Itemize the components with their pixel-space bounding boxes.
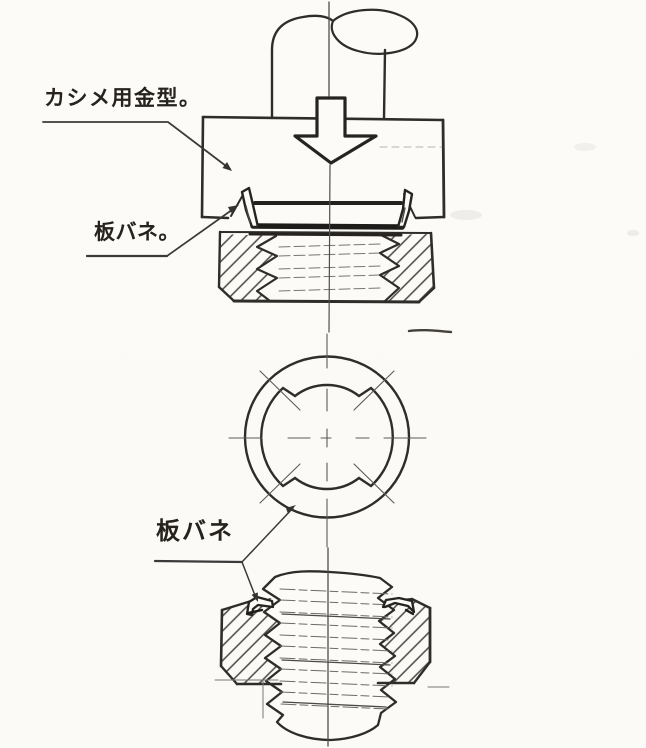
spring-tab-left: [240, 186, 260, 229]
bolt-thread-outline: [261, 570, 398, 742]
press-arrow-down-icon: [293, 96, 378, 165]
thread-flank-dark: [281, 613, 391, 708]
leader-spring-lower: [153, 505, 296, 602]
lower-section-view: [214, 570, 450, 742]
top-view: [228, 333, 427, 548]
leaf-spring-section: [240, 186, 414, 230]
leaf-spring-top-view: [260, 383, 394, 491]
crimping-die: [200, 115, 446, 220]
nut-section: [217, 230, 453, 334]
nut-hatch-left: [219, 234, 277, 301]
nut-outline: [217, 230, 436, 304]
die-label: カシメ用金型。: [44, 87, 202, 110]
spring-label-lower: 板バネ: [156, 518, 234, 545]
centerlines: [327, 1, 331, 747]
leader-lines: [42, 121, 296, 602]
crimped-tab-right: [381, 596, 416, 614]
crimped-spring-tabs: [245, 595, 416, 617]
upper-section-view: [200, 8, 453, 334]
leader-die-label: [42, 121, 232, 171]
nut-hatch-left-lower: [221, 598, 280, 684]
leader-spring-upper: [85, 205, 239, 258]
thread-flank-lines: [279, 588, 393, 710]
paper-smudges: [450, 143, 639, 236]
construction-ticks: [214, 679, 450, 719]
spring-label-upper: 板バネ。: [94, 221, 180, 244]
centerline-middle: [328, 164, 331, 333]
nut-hatch-right: [380, 234, 433, 301]
stray-pencil-mark: [407, 328, 453, 334]
female-thread-profile: [255, 233, 401, 303]
punch-cylinder: [270, 8, 419, 120]
diagonal-center-ticks: [259, 370, 395, 504]
nut-hatch-right-lower: [378, 599, 430, 683]
